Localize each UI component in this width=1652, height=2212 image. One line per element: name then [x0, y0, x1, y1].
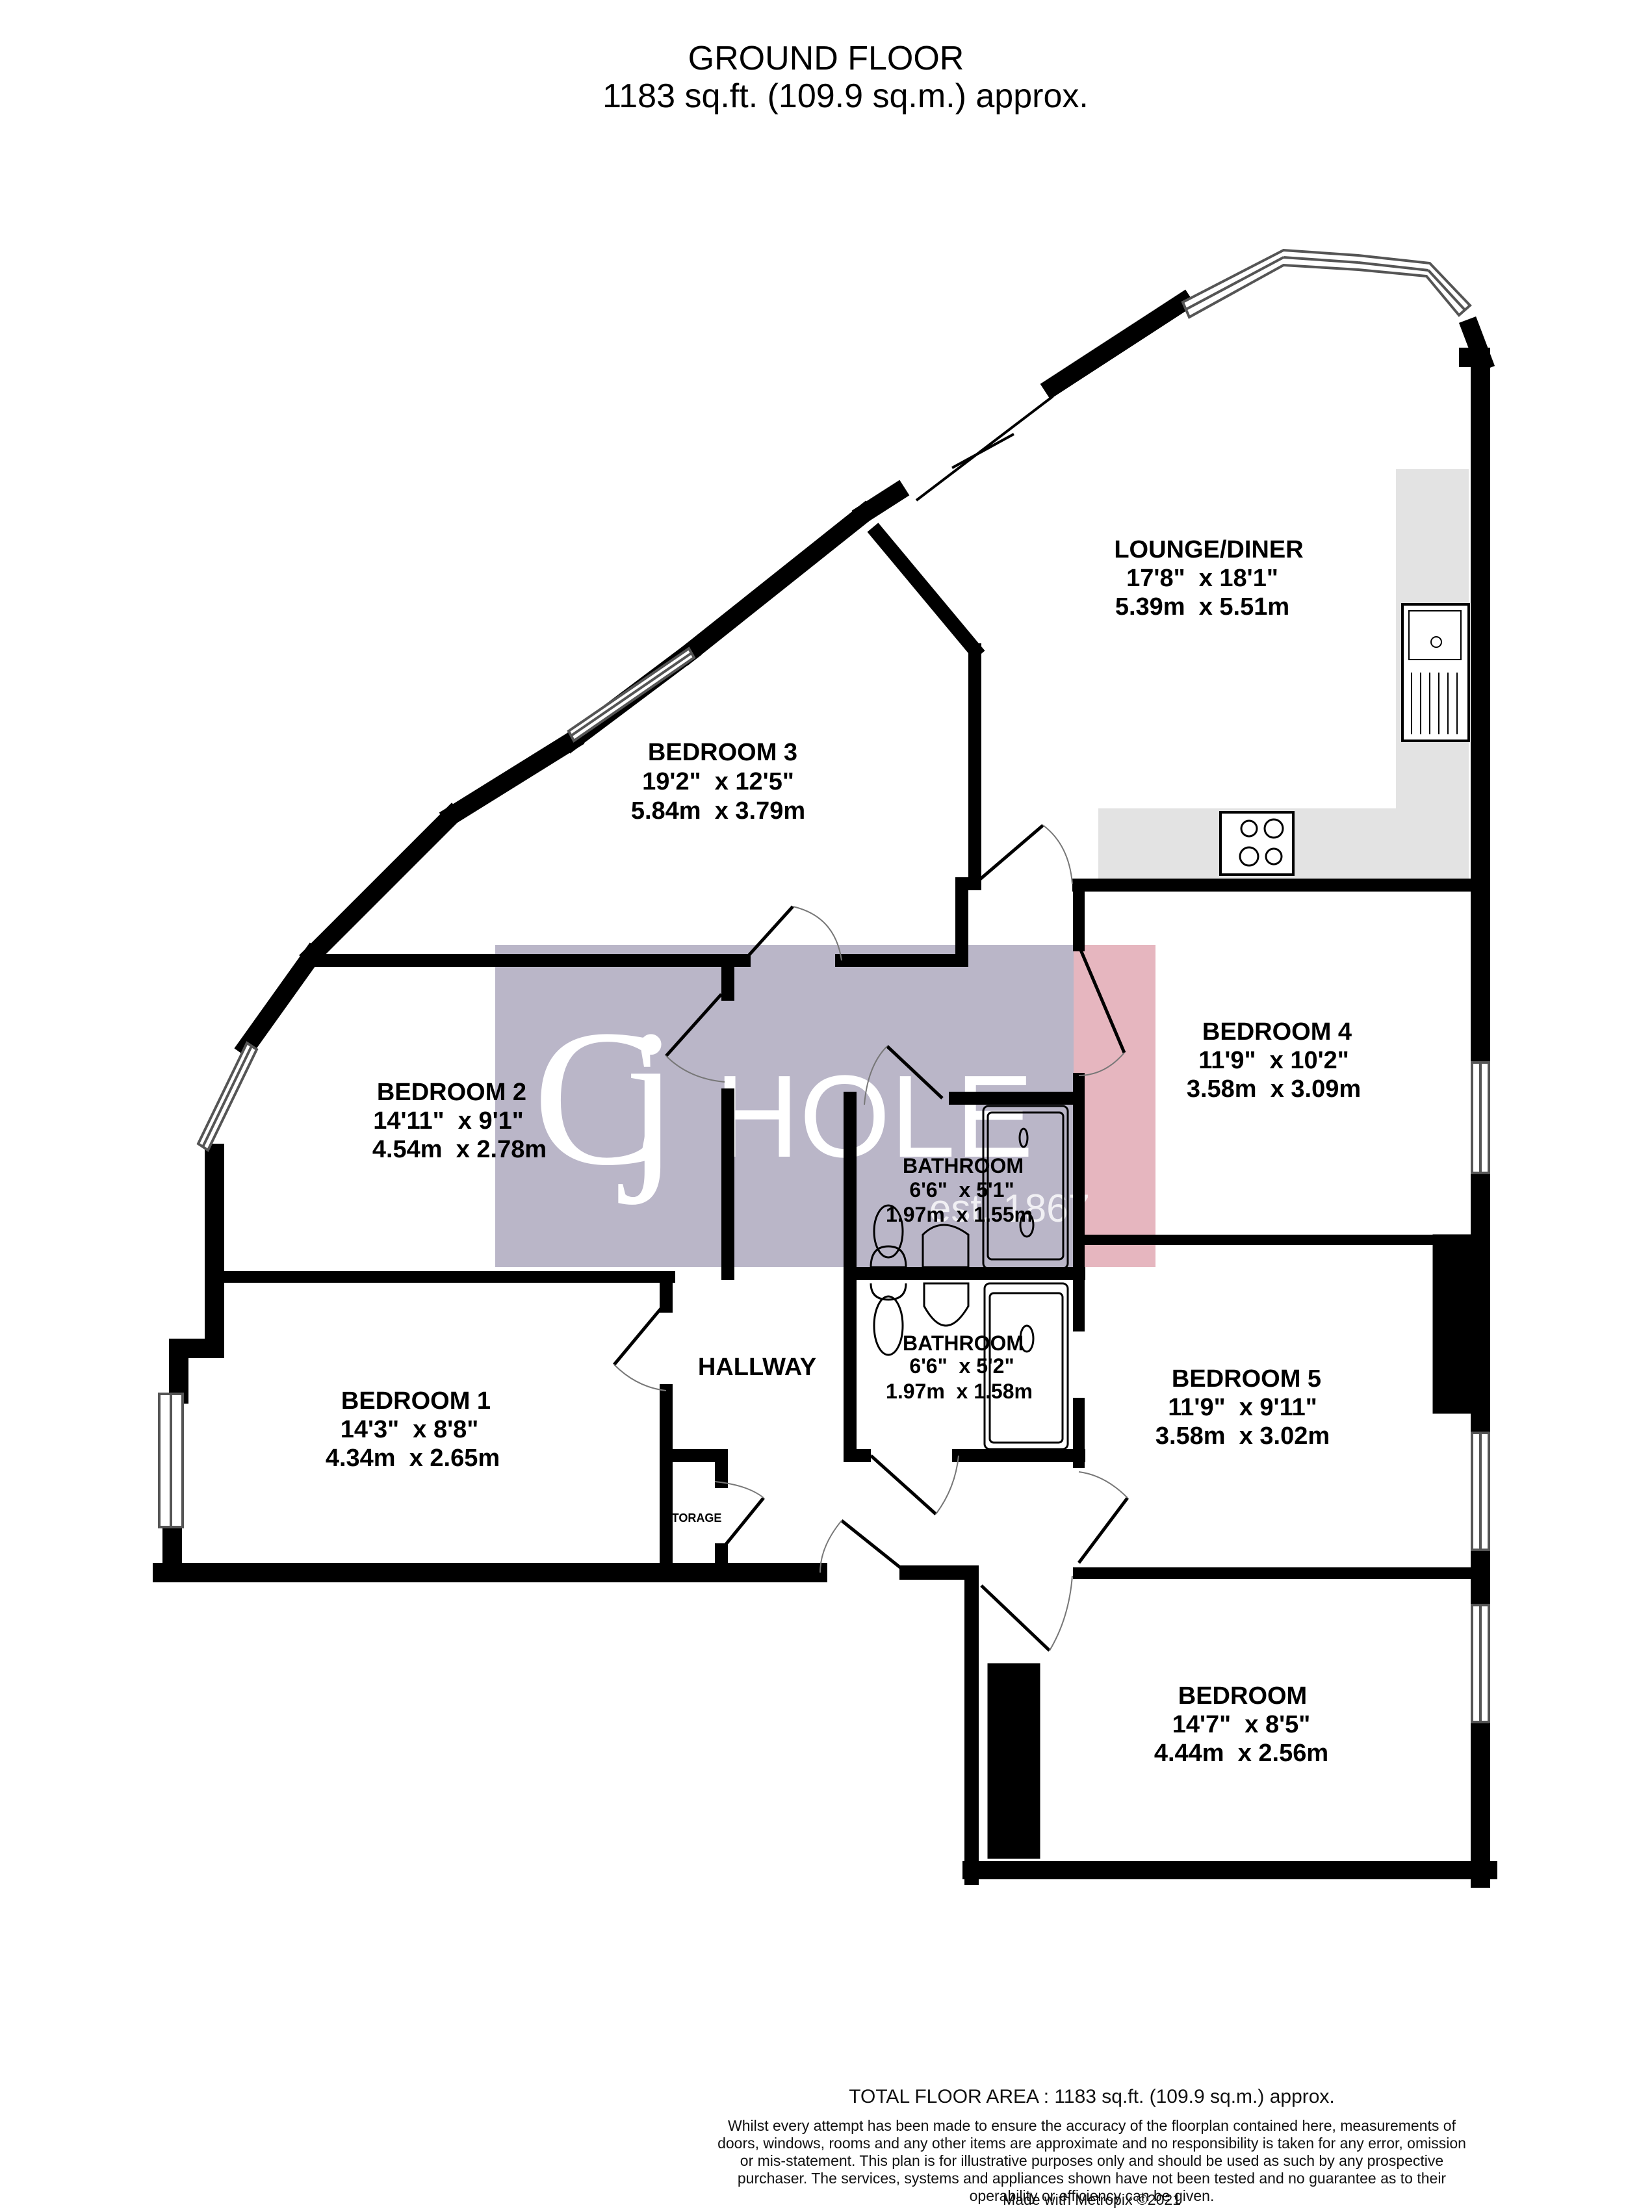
room-bedroom5: BEDROOM 5 11'9" x 9'11" 3.58m x 3.02m — [1155, 1365, 1330, 1450]
room-name: BEDROOM 3 — [648, 739, 797, 766]
room-lounge: LOUNGE/DINER 17'8" x 18'1" 5.39m x 5.51m — [1114, 536, 1303, 621]
total-floor-area: TOTAL FLOOR AREA : 1183 sq.ft. (109.9 sq… — [849, 2086, 1335, 2107]
room-metric: 1.97m x 1.58m — [886, 1380, 1033, 1403]
floor-area: 1183 sq.ft. (109.9 sq.m.) approx. — [602, 77, 1089, 115]
door-bathroom1[interactable] — [864, 1045, 944, 1105]
windows — [158, 248, 1490, 1723]
floor-name: GROUND FLOOR — [688, 40, 964, 77]
room-name: BEDROOM 2 — [377, 1079, 526, 1106]
door-bedroom5[interactable] — [1078, 1471, 1129, 1564]
room-imperial: 11'9" x 9'11" — [1168, 1394, 1317, 1421]
door-bedroom6[interactable] — [980, 1575, 1073, 1652]
room-imperial: 19'2" x 12'5" — [642, 768, 794, 795]
room-name: BATHROOM — [903, 1154, 1024, 1177]
door-bathroom2[interactable] — [870, 1454, 959, 1515]
sliding-door — [915, 395, 1054, 502]
room-storage: TORAGE — [672, 1511, 722, 1524]
room-hallway: HALLWAY — [698, 1354, 816, 1381]
room-bathroom2: BATHROOM 6'6" x 5'2" 1.97m x 1.58m — [886, 1331, 1033, 1403]
room-name: LOUNGE/DINER — [1114, 536, 1303, 563]
room-imperial: 14'7" x 8'5" — [1172, 1711, 1311, 1738]
door-bedroom3[interactable] — [743, 905, 842, 962]
hob-icon — [1219, 811, 1295, 876]
room-name: BATHROOM — [903, 1331, 1024, 1355]
room-imperial: 6'6" x 5'1" — [909, 1178, 1014, 1202]
door-entrance[interactable] — [820, 1519, 908, 1574]
room-name: BEDROOM — [1178, 1682, 1307, 1710]
room-metric: 4.54m x 2.78m — [372, 1136, 547, 1163]
room-imperial: 14'3" x 8'8" — [341, 1416, 479, 1443]
watermark: C j HOLE est. 1867 — [495, 945, 1155, 1267]
room-bedroom2: BEDROOM 2 14'11" x 9'1" 4.54m x 2.78m — [372, 1079, 547, 1163]
door-storage[interactable] — [714, 1481, 765, 1551]
room-bedroom3: BEDROOM 3 19'2" x 12'5" 5.84m x 3.79m — [631, 739, 805, 825]
room-bedroom4: BEDROOM 4 11'9" x 10'2" 3.58m x 3.09m — [1187, 1018, 1361, 1103]
room-bathroom1: BATHROOM 6'6" x 5'1" 1.97m x 1.55m — [886, 1154, 1033, 1226]
door-lounge[interactable] — [974, 824, 1073, 885]
room-bedroom6: BEDROOM 14'7" x 8'5" 4.44m x 2.56m — [1154, 1682, 1328, 1767]
room-name: TORAGE — [672, 1511, 722, 1524]
made-with: Made with Metropix ©2021 — [1003, 2191, 1181, 2208]
room-imperial: 14'11" x 9'1" — [373, 1107, 524, 1135]
watermark-j: j — [618, 990, 678, 1206]
room-imperial: 17'8" x 18'1" — [1126, 565, 1278, 592]
room-metric: 5.84m x 3.79m — [631, 797, 805, 825]
watermark-hole: HOLE — [715, 1051, 1033, 1182]
room-bedroom1: BEDROOM 1 14'3" x 8'8" 4.34m x 2.65m — [326, 1387, 500, 1472]
watermark-c: C — [533, 990, 663, 1205]
kitchen-sink-icon — [1401, 603, 1470, 742]
door-bedroom1[interactable] — [613, 1305, 667, 1391]
room-name: BEDROOM 5 — [1172, 1365, 1321, 1393]
room-name: BEDROOM 4 — [1202, 1018, 1352, 1046]
room-imperial: 11'9" x 10'2" — [1198, 1047, 1349, 1074]
bathroom1-fixtures — [870, 1105, 1069, 1270]
disclaimer: Whilst every attempt has been made to en… — [717, 2117, 1466, 2204]
room-metric: 3.58m x 3.02m — [1155, 1422, 1330, 1450]
room-metric: 3.58m x 3.09m — [1187, 1075, 1361, 1103]
door-bedroom4[interactable] — [1077, 945, 1126, 1076]
room-metric: 4.34m x 2.65m — [326, 1445, 500, 1472]
room-imperial: 6'6" x 5'2" — [909, 1354, 1014, 1378]
room-metric: 5.39m x 5.51m — [1115, 593, 1289, 621]
room-name: BEDROOM 1 — [341, 1387, 491, 1415]
room-metric: 4.44m x 2.56m — [1154, 1740, 1328, 1767]
doors — [613, 824, 1129, 1652]
bathroom2-fixtures — [870, 1282, 1069, 1450]
room-metric: 1.97m x 1.55m — [886, 1203, 1033, 1226]
room-name: HALLWAY — [698, 1354, 816, 1381]
door-bedroom2[interactable] — [665, 993, 725, 1083]
